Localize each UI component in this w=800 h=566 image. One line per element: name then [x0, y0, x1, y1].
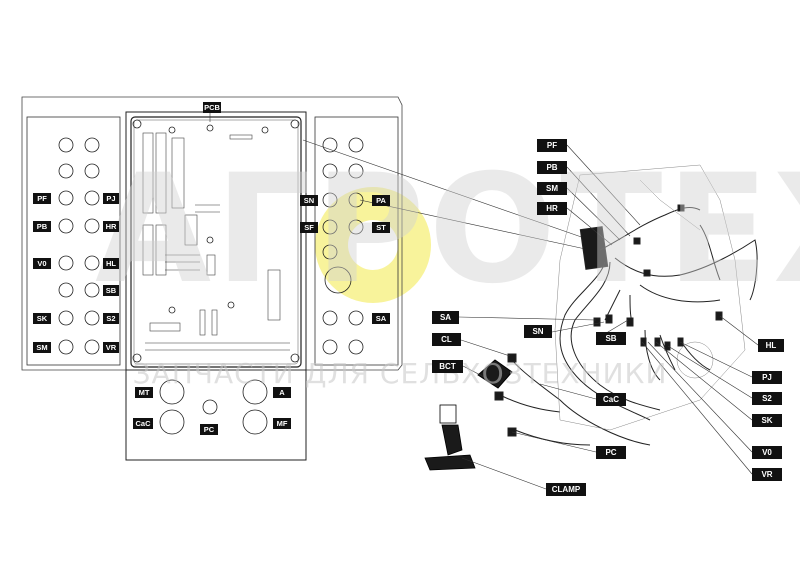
bct-module: [477, 359, 513, 389]
label-a: A: [273, 387, 291, 398]
label-st-left: ST: [372, 222, 390, 233]
callout-hl: HL: [758, 339, 784, 352]
callout-pb: PB: [537, 161, 567, 174]
callout-pf: PF: [537, 139, 567, 152]
right-panel-buttons: [322, 137, 364, 355]
callout-hr: HR: [537, 202, 567, 215]
callout-pj: PJ: [752, 371, 782, 384]
label-sm-left: SM: [33, 342, 51, 353]
callout-sm: SM: [537, 182, 567, 195]
machine-outline: [554, 164, 746, 431]
label-pc-left: PC: [200, 424, 218, 435]
label-pj-left: PJ: [103, 193, 119, 204]
label-sk-left: SK: [33, 313, 51, 324]
label-mt: MT: [135, 387, 153, 398]
callout-sb: SB: [596, 332, 626, 345]
callout-bct: BCT: [432, 360, 463, 373]
label-hl-left: HL: [103, 258, 119, 269]
callout-sk: SK: [752, 414, 782, 427]
callout-leaders: [458, 144, 759, 490]
label-sf-left: SF: [300, 222, 318, 233]
label-hr-left: HR: [103, 221, 119, 232]
callout-sa: SA: [432, 311, 459, 324]
label-sa-left: SA: [372, 313, 390, 324]
housing-outline: [21, 96, 403, 371]
label-cac-left: CaC: [133, 418, 153, 429]
callout-s2: S2: [752, 392, 782, 405]
pcb-board: [130, 116, 302, 368]
callout-cl: CL: [432, 333, 461, 346]
callout-vr: VR: [752, 468, 782, 481]
label-pb-left: PB: [33, 221, 51, 232]
label-sb-left: SB: [103, 285, 119, 296]
callout-clamp: CLAMP: [546, 483, 586, 496]
left-panel-buttons: [58, 137, 100, 355]
label-pa-left: PA: [372, 195, 390, 206]
left-switch-panel: [26, 116, 121, 366]
right-switch-panel: [314, 116, 399, 366]
label-vr-left: VR: [103, 342, 119, 353]
clamp-device: [424, 404, 476, 471]
label-mf: MF: [273, 418, 291, 429]
label-pcb: PCB: [203, 102, 221, 113]
label-sn-left: SN: [300, 195, 318, 206]
callout-pc: PC: [596, 446, 626, 459]
watermark-caption: ЗАПЧАСТИ ДЛЯ СЕЛЬХОЗТЕХНИКИ: [132, 357, 668, 390]
callout-cac: CaC: [596, 393, 626, 406]
label-pf-left: PF: [33, 193, 51, 204]
callout-v0: V0: [752, 446, 782, 459]
label-s2-left: S2: [103, 313, 119, 324]
bottom-panel-buttons: [159, 379, 268, 435]
pcb-components: [142, 132, 281, 336]
watermark-logo: АГРОТЕХ: [95, 143, 800, 317]
bottom-switch-panel: [125, 369, 307, 461]
label-v0-left: V0: [33, 258, 51, 269]
callout-sn: SN: [524, 325, 552, 338]
